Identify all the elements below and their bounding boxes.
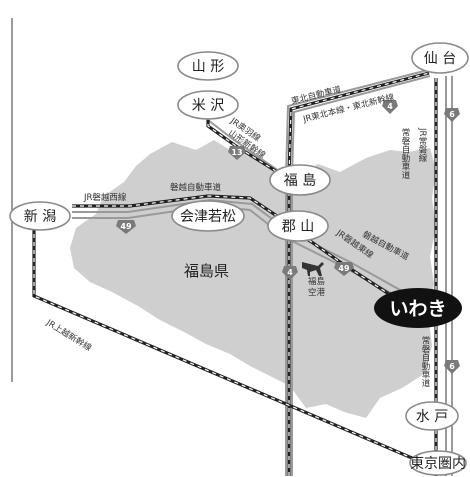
- label-banetsu-west: JR磐越西線: [83, 192, 127, 203]
- shield-joban-south: 6: [444, 360, 460, 374]
- city-koriyama: 郡 山: [267, 210, 329, 242]
- yonezawa-road: [207, 119, 287, 177]
- svg-text:東京圏内: 東京圏内: [410, 456, 466, 472]
- shield-banetsu-west: 49: [116, 220, 136, 234]
- svg-text:空港: 空港: [308, 287, 326, 298]
- svg-text:13: 13: [231, 148, 242, 157]
- city-sendai: 仙 台: [411, 42, 469, 74]
- shield-yonezawa: 13: [228, 146, 246, 160]
- label-banetsu-expressway-west: 磐越自動車道: [170, 182, 222, 193]
- shield-joban-north: 6: [444, 108, 460, 122]
- svg-text:新 潟: 新 潟: [24, 209, 56, 225]
- city-mito: 水 戸: [405, 401, 459, 431]
- banetsu-west-line-dash: [72, 195, 290, 225]
- svg-text:米 沢: 米 沢: [192, 98, 224, 114]
- joetsu-shinkansen: [32, 226, 441, 472]
- tohoku-expressway-inner: [291, 75, 431, 476]
- svg-text:6: 6: [449, 362, 455, 371]
- city-iwaki: いわき: [374, 288, 462, 328]
- label-joban-line: JR常磐線: [417, 127, 427, 162]
- svg-text:49: 49: [120, 222, 132, 231]
- svg-text:郡 山: 郡 山: [282, 219, 314, 235]
- svg-text:水 戸: 水 戸: [416, 409, 448, 425]
- svg-text:福島: 福島: [308, 276, 326, 287]
- svg-text:会津若松: 会津若松: [180, 209, 236, 225]
- label-joban-expressway-south: 常磐自動車道: [420, 335, 430, 388]
- svg-text:いわき: いわき: [389, 298, 446, 320]
- city-yonezawa: 米 沢: [177, 90, 239, 120]
- city-fukushima: 福 島: [269, 164, 331, 196]
- fukushima-airport: 福島 空港: [302, 262, 326, 298]
- svg-text:49: 49: [338, 264, 350, 273]
- city-niigata: 新 潟: [9, 201, 71, 231]
- fukushima-prefecture-shape: [70, 140, 436, 418]
- svg-text:福 島: 福 島: [284, 173, 316, 189]
- airplane-icon: [302, 262, 324, 276]
- label-joban-expressway-north: 常磐自動車道: [400, 127, 410, 180]
- route-shields: 4 4 13 49 49 6 6: [116, 100, 460, 374]
- svg-text:仙 台: 仙 台: [424, 51, 456, 67]
- svg-text:4: 4: [287, 268, 293, 277]
- city-tokyo: 東京圏内: [409, 450, 467, 476]
- shield-tohoku-south: 4: [282, 266, 298, 280]
- shield-banetsu-east: 49: [334, 262, 354, 276]
- svg-text:山 形: 山 形: [192, 59, 224, 75]
- shield-tohoku-north: 4: [382, 100, 398, 114]
- city-yamagata: 山 形: [177, 51, 239, 81]
- tohoku-main-line: [287, 71, 430, 476]
- prefecture-label: 福島県: [184, 262, 229, 280]
- city-aizu: 会津若松: [171, 200, 245, 232]
- svg-text:4: 4: [387, 102, 393, 111]
- svg-text:6: 6: [449, 110, 455, 119]
- label-joetsu-shinkansen: JR上越新幹線: [44, 317, 94, 354]
- tohoku-expressway: [285, 69, 429, 476]
